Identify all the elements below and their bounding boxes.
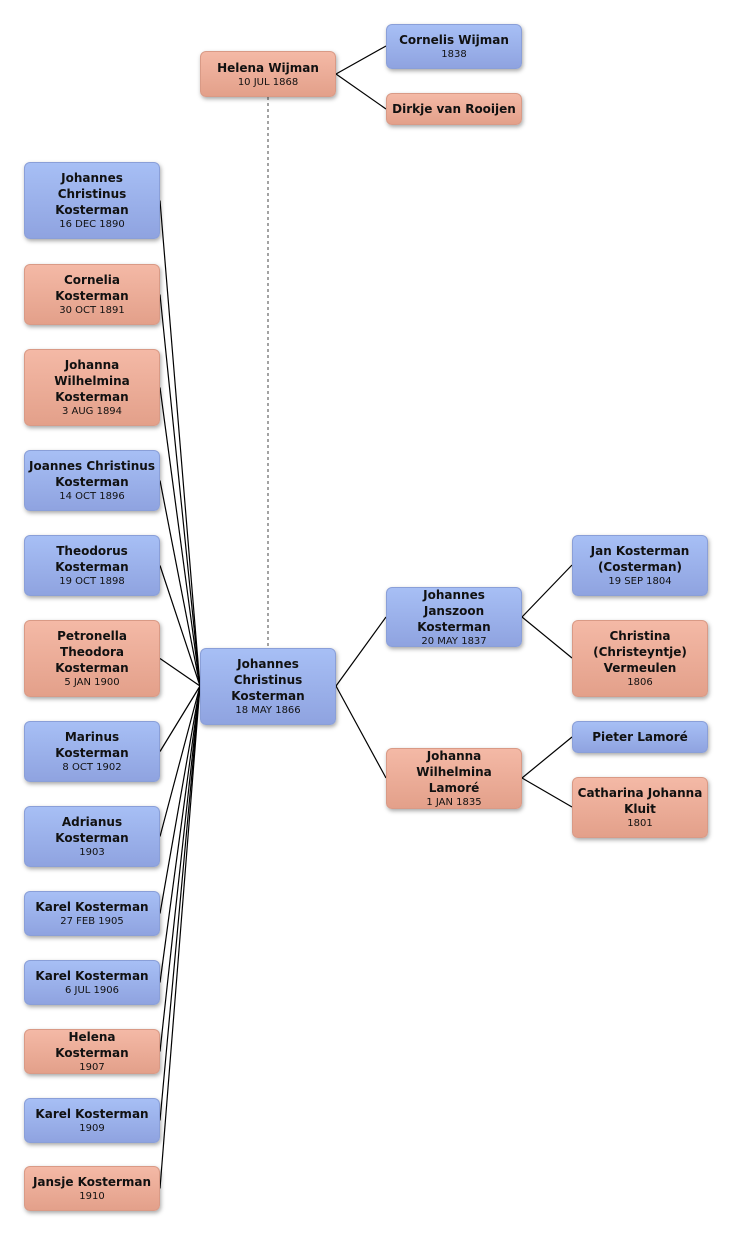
person-date: 1838: [441, 49, 467, 60]
child-node[interactable]: Petronella Theodora Kosterman 5 JAN 1900: [24, 620, 160, 697]
person-date: 14 OCT 1896: [59, 491, 125, 502]
person-name: Johannes Christinus Kosterman: [231, 657, 305, 703]
child-node[interactable]: Cornelia Kosterman 30 OCT 1891: [24, 264, 160, 325]
person-name: Christina (Christeyntje) Vermeulen: [593, 629, 687, 675]
parent-link: [335, 73, 387, 110]
person-date: 20 MAY 1837: [421, 635, 487, 647]
person-johannes-christinus-1866[interactable]: Johannes Christinus Kosterman 18 MAY 186…: [200, 648, 336, 725]
child-node[interactable]: Karel Kosterman 27 FEB 1905: [24, 891, 160, 936]
parent-link: [521, 777, 573, 808]
person-name: Jan Kosterman (Costerman): [590, 544, 690, 574]
parent-link: [521, 616, 573, 659]
person-date: 30 OCT 1891: [59, 305, 125, 316]
person-name: Dirkje van Rooijen: [392, 102, 516, 116]
person-name: Helena Wijman: [217, 60, 319, 75]
person-cornelis-wijman[interactable]: Cornelis Wijman 1838: [386, 24, 522, 69]
person-name: Adrianus Kosterman: [55, 815, 129, 845]
person-date: 1910: [79, 1191, 105, 1202]
child-node[interactable]: Marinus Kosterman 8 OCT 1902: [24, 721, 160, 782]
child-link: [159, 685, 201, 1121]
person-date: 1801: [627, 818, 653, 829]
person-date: 1 JAN 1835: [426, 797, 482, 808]
person-pieter-lamore[interactable]: Pieter Lamoré: [572, 721, 708, 753]
person-christina-vermeulen[interactable]: Christina (Christeyntje) Vermeulen 1806: [572, 620, 708, 697]
person-date: 6 JUL 1906: [64, 985, 119, 996]
person-name: Johanna Wilhelmina Kosterman: [54, 358, 130, 404]
child-link: [159, 480, 201, 687]
person-date: 1907: [79, 1062, 105, 1073]
person-date: 3 AUG 1894: [61, 406, 123, 417]
person-date: 1903: [79, 847, 105, 858]
child-node[interactable]: Joannes Christinus Kosterman 14 OCT 1896: [24, 450, 160, 511]
parent-link: [335, 45, 387, 75]
child-link: [159, 685, 201, 752]
person-name: Catharina Johanna Kluit: [577, 786, 703, 816]
person-date: 19 SEP 1804: [608, 576, 672, 587]
child-node[interactable]: Helena Kosterman 1907: [24, 1029, 160, 1074]
person-johannes-janszoon[interactable]: Johannes Janszoon Kosterman 20 MAY 1837: [386, 587, 522, 647]
person-name: Joannes Christinus Kosterman: [29, 459, 155, 489]
person-date: 27 FEB 1905: [60, 916, 124, 927]
person-name: Pieter Lamoré: [592, 730, 688, 744]
child-node[interactable]: Johannes Christinus Kosterman 16 DEC 189…: [24, 162, 160, 239]
person-name: Theodorus Kosterman: [55, 544, 129, 574]
parent-link: [521, 564, 573, 618]
person-name: Helena Kosterman: [55, 1030, 129, 1060]
child-link: [159, 387, 201, 687]
child-node[interactable]: Theodorus Kosterman 19 OCT 1898: [24, 535, 160, 596]
child-link: [159, 565, 201, 687]
person-johanna-wilhelmina-lamore[interactable]: Johanna Wilhelmina Lamoré 1 JAN 1835: [386, 748, 522, 809]
person-dirkje-van-rooijen[interactable]: Dirkje van Rooijen: [386, 93, 522, 125]
child-node[interactable]: Johanna Wilhelmina Kosterman 3 AUG 1894: [24, 349, 160, 426]
person-date: 10 JUL 1868: [237, 76, 299, 88]
parent-link: [335, 616, 387, 687]
person-name: Karel Kosterman: [35, 969, 149, 983]
person-name: Johanna Wilhelmina Lamoré: [416, 749, 492, 795]
child-link: [159, 685, 201, 914]
child-node[interactable]: Jansje Kosterman 1910: [24, 1166, 160, 1211]
person-name: Marinus Kosterman: [55, 730, 129, 760]
child-link: [159, 685, 201, 1189]
parent-link: [335, 685, 387, 779]
person-name: Johannes Janszoon Kosterman: [417, 587, 491, 634]
child-link: [159, 658, 201, 687]
person-jan-kosterman[interactable]: Jan Kosterman (Costerman) 19 SEP 1804: [572, 535, 708, 596]
person-name: Petronella Theodora Kosterman: [55, 629, 129, 675]
person-date: 1806: [627, 677, 653, 688]
person-name: Jansje Kosterman: [32, 1175, 152, 1189]
child-link: [159, 200, 201, 687]
person-name: Karel Kosterman: [35, 1107, 149, 1121]
person-date: 5 JAN 1900: [64, 677, 120, 688]
child-link: [159, 294, 201, 687]
person-date: 1909: [79, 1123, 105, 1134]
person-name: Johannes Christinus Kosterman: [55, 171, 129, 217]
person-catharina-kluit[interactable]: Catharina Johanna Kluit 1801: [572, 777, 708, 838]
parent-link: [521, 736, 573, 779]
child-link: [159, 685, 201, 1052]
person-helena-wijman[interactable]: Helena Wijman 10 JUL 1868: [200, 51, 336, 97]
child-link: [159, 685, 201, 983]
person-date: 19 OCT 1898: [59, 576, 125, 587]
person-name: Cornelia Kosterman: [55, 273, 129, 303]
person-date: 8 OCT 1902: [62, 762, 122, 773]
person-date: 18 MAY 1866: [235, 705, 301, 716]
child-node[interactable]: Karel Kosterman 1909: [24, 1098, 160, 1143]
child-node[interactable]: Karel Kosterman 6 JUL 1906: [24, 960, 160, 1005]
person-name: Karel Kosterman: [35, 900, 149, 914]
child-link: [159, 685, 201, 837]
child-node[interactable]: Adrianus Kosterman 1903: [24, 806, 160, 867]
person-date: 16 DEC 1890: [59, 219, 125, 230]
person-name: Cornelis Wijman: [399, 33, 509, 47]
